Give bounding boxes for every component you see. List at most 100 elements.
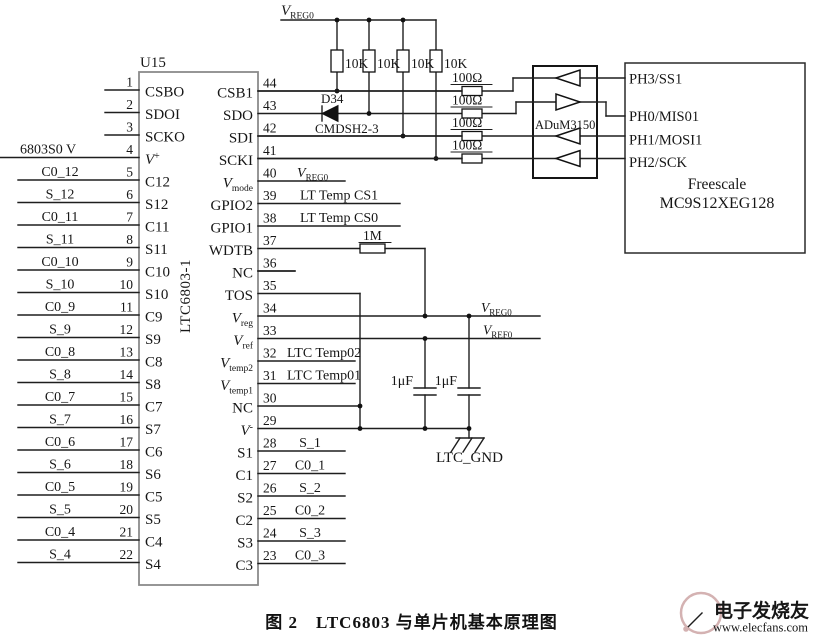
pin-number: 15 [120, 390, 134, 405]
pin-number: 25 [263, 503, 277, 518]
pin-name: C9 [145, 310, 163, 326]
pin-name: S7 [145, 422, 161, 438]
pin-number: 14 [120, 367, 134, 382]
pin-number: 36 [263, 256, 277, 271]
pin-number: 11 [120, 300, 133, 315]
pin-name: CSB1 [217, 86, 253, 102]
pin-number: 7 [126, 210, 133, 225]
net-label: 6803S0 V [20, 143, 76, 158]
net-label: S_10 [46, 278, 75, 293]
pin-number: 32 [263, 346, 277, 361]
junction-dot [466, 426, 472, 431]
watermark-name: 电子发烧友 [714, 599, 809, 622]
mcu-pin-label: PH0/MIS01 [629, 109, 699, 125]
vreg0-rail-label: VREG0 [481, 300, 512, 318]
pin-number: 1 [126, 75, 133, 90]
net-label: S_8 [49, 368, 71, 383]
isolator-box [532, 65, 598, 179]
pin-number: 38 [263, 211, 277, 226]
bypass-capacitors: 1μF 1μF [391, 315, 481, 430]
pin-name: S2 [237, 491, 253, 507]
resistor-body [396, 49, 410, 73]
resistor-body [359, 243, 386, 254]
pin-number: 16 [120, 412, 134, 427]
junction-dot [422, 313, 428, 319]
net-label: LT Temp CS1 [300, 189, 378, 204]
isolator-label: ADuM3150 [535, 118, 595, 132]
buffer-left-icon [553, 149, 581, 168]
chip-pin-left-4: 4V+6803S0 V [0, 142, 160, 168]
net-label: LT Temp CS0 [300, 211, 378, 226]
pin-name: S4 [145, 557, 161, 573]
resistor-value: 1M [363, 228, 382, 243]
resistor-value: 10K [377, 56, 401, 71]
pin-number: 41 [263, 143, 277, 158]
pin-number: 33 [263, 323, 277, 338]
pin-number: 20 [120, 502, 134, 517]
vreg0-top-rail [280, 19, 437, 160]
junction-dot [422, 336, 428, 341]
net-label: S_1 [299, 436, 321, 451]
net-label: C0_12 [41, 165, 78, 180]
mcu-pin-label: PH3/SS1 [629, 72, 682, 88]
junction-dot [357, 426, 363, 431]
net-label: C0_3 [295, 549, 325, 564]
pin-number: 37 [263, 233, 277, 248]
pin-number: 34 [263, 301, 277, 316]
pin-name: S11 [145, 242, 168, 258]
pin-number: 29 [263, 413, 277, 428]
diode-part: CMDSH2-3 [315, 121, 379, 136]
net-label: C0_8 [45, 345, 75, 360]
pin-name: C10 [145, 265, 170, 281]
pin-name: GPIO1 [210, 221, 253, 237]
pin-number: 5 [126, 165, 133, 180]
component-outlines [138, 62, 806, 586]
pin-number: 19 [120, 480, 134, 495]
power-rails: VREG0 VREF0 [257, 300, 541, 340]
diode-refdes: D34 [321, 91, 344, 106]
net-label: C0_6 [45, 435, 75, 450]
cap-value: 1μF [391, 374, 414, 389]
diode-d34: D34 CMDSH2-3 [315, 91, 379, 136]
resistor-value: 10K [345, 56, 369, 71]
wdtb-resistor: 1M [257, 228, 426, 317]
figure-caption: 图 2 LTC6803 与单片机基本原理图 [265, 613, 558, 632]
pin-name: Vmode [223, 176, 253, 195]
pin-name: C7 [145, 400, 163, 416]
series-resistors: 100Ω 100Ω 100Ω 100Ω [450, 70, 493, 164]
resistor-body [461, 153, 483, 164]
mcu-brand: Freescale [688, 176, 747, 193]
pin-number: 23 [263, 548, 277, 563]
ground-label: LTC_GND [436, 450, 503, 466]
pin-name: SDO [223, 108, 253, 124]
pin-name: SDOI [145, 107, 180, 123]
pin-number: 28 [263, 436, 277, 451]
pin-number: 42 [263, 121, 277, 136]
pin-number: 17 [120, 435, 134, 450]
watermark: 电子发烧友 www.elecfans.com [679, 591, 809, 635]
pin-number: 43 [263, 98, 277, 113]
gnd-slash [450, 437, 461, 453]
buffer-left-icon [553, 68, 581, 88]
